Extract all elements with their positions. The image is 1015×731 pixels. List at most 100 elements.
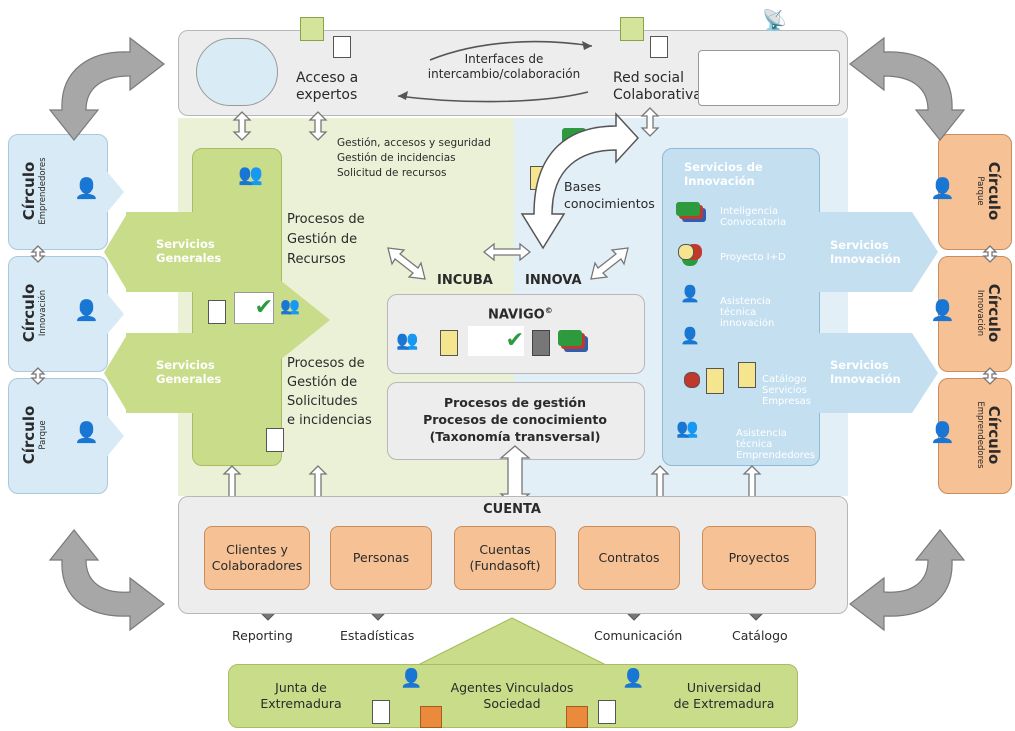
procesos-recursos-label: Procesos de Gestión de Recursos [287,212,365,267]
circles-icon [678,244,694,260]
cuenta-box-label: Personas [352,550,410,565]
servicios-generales-label-1: Servicios Generales [156,237,222,265]
servicios-innovacion-label-2: Servicios Innovación [830,358,901,386]
document-icon [532,330,550,356]
navigo-text: NAVIGO [488,307,545,323]
layers-icon [558,330,582,346]
satellite-dish-icon: 📡 [762,8,787,32]
cuenta-box-contratos: Contratos [578,526,680,590]
innovacion-item-4: Catálogo Servicios Empresas [762,374,811,407]
innovacion-item-5: Asistencia técnica Emprendedores [736,428,816,461]
right-circle-innovacion [938,256,1012,372]
circle-title-big: Círculo [985,405,1003,465]
circle-title-big: Círculo [20,405,38,465]
output-comunicacion: Comunicación [594,628,683,643]
servicios-innovacion-label-1: Servicios Innovación [830,238,901,266]
document-icon [372,700,390,724]
document-icon [300,17,324,41]
person-icon: 👤 [622,668,645,689]
output-catalogo: Catálogo [732,628,788,643]
orange-square-icon [420,706,442,728]
servicios-generales-arrow-1 [126,212,280,292]
circle-title-small: Parque [975,176,985,206]
person-icon: 👤 [930,298,955,322]
agentes-label: Agentes Vinculados Sociedad [450,680,574,711]
arrow-right-icon [104,412,124,460]
procesos-solicitudes-label: Procesos de Gestión de Solicitudes e inc… [287,356,372,428]
left-pointing-arrow [104,333,128,413]
right-circle-parque [938,134,1012,250]
right-circle-title-2: Círculo Innovación [968,263,1003,363]
corner-arrow [48,36,165,141]
circle-title-big: Círculo [985,283,1003,343]
cuenta-box-label: Cuentas (Fundasoft) [469,542,541,573]
experts-group-icon [196,38,278,106]
interfaces-label: Interfaces de intercambio/colaboración [427,52,581,81]
person-icon: 👤 [930,420,955,444]
output-estadisticas: Estadísticas [340,628,415,643]
orange-square-icon [566,706,588,728]
cuenta-box-label: Clientes y Colaboradores [211,542,303,573]
cuenta-box-cuentas: Cuentas (Fundasoft) [454,526,556,590]
person-icon: 👤 [536,198,559,219]
innovacion-panel [662,148,820,466]
innovacion-item-3: Asistencia técnica innovación [720,296,775,329]
navigo-title: NAVIGO© [488,303,553,323]
right-circle-title-3: Círculo Emprendedores [968,385,1003,485]
servicios-generales-label-2: Servicios Generales [156,358,222,386]
arrow-right-icon [104,290,124,338]
document-icon [266,428,284,452]
circle-title-small: Innovación [38,289,48,337]
document-icon [530,166,550,190]
right-circle-emprendedores [938,378,1012,494]
cuenta-box-label: Contratos [598,550,660,565]
corner-arrow [849,36,966,141]
servicios-innovacion-arrow-2 [818,333,912,413]
document-icon [650,36,668,58]
person-icon: 👤 [680,284,700,303]
universidad-label: Universidad de Extremadura [673,680,775,711]
document-icon [598,700,616,724]
servicios-innovacion-arrow-1 [818,212,912,292]
left-circle-innovacion [8,256,108,372]
person-icon: 👤 [930,176,955,200]
catalog-icon [684,372,700,388]
circle-title-big: Círculo [20,161,38,221]
checkmark-icon: ✔ [468,326,524,356]
people-icon: 👥 [238,162,263,186]
navigo-copyright: © [544,306,553,315]
procesos-box-label: Procesos de gestión Procesos de conocimi… [423,395,607,444]
document-icon [208,300,226,324]
circle-title-small: Emprendedores [975,401,985,469]
left-circle-title-2: Círculo Innovación [20,263,55,363]
output-reporting: Reporting [232,628,293,643]
person-icon: 👤 [74,298,99,322]
social-network-icon [698,50,840,106]
document-icon [738,362,756,388]
checkmark-icon: ✔ [234,292,274,324]
person-icon: 👤 [74,420,99,444]
innovacion-item-2: Proyecto I+D [720,252,786,263]
corner-arrow [48,529,165,632]
circle-title-big: Círculo [985,161,1003,221]
incuba-label: INCUBA [437,273,493,288]
cuenta-box-proyectos: Proyectos [702,526,816,590]
layers-icon [676,202,700,216]
cuenta-box-clientes: Clientes y Colaboradores [204,526,310,590]
person-icon: 👤 [400,668,423,689]
red-social-label: Red social Colaborativa [613,70,702,103]
left-circle-title-1: Círculo Emprendedores [20,141,55,241]
people-icon: 👥 [396,330,419,351]
circle-title-small: Parque [38,420,48,450]
innovacion-item-1: Inteligencia Convocatoria [720,206,787,228]
circle-title-big: Círculo [20,283,38,343]
junta-label: Junta de Extremadura [260,680,342,711]
circle-title-small: Innovación [975,289,985,337]
acceso-expertos-label: Acceso a expertos [296,70,359,103]
left-circle-parque [8,378,108,494]
cuenta-title: CUENTA [483,502,541,517]
gestion-list: Gestión, accesos y seguridad Gestión de … [337,137,491,179]
innovacion-panel-title: Servicios de Innovación [684,160,763,188]
document-icon [440,330,458,356]
bases-conocimientos-label: Bases conocimientos [564,179,655,211]
